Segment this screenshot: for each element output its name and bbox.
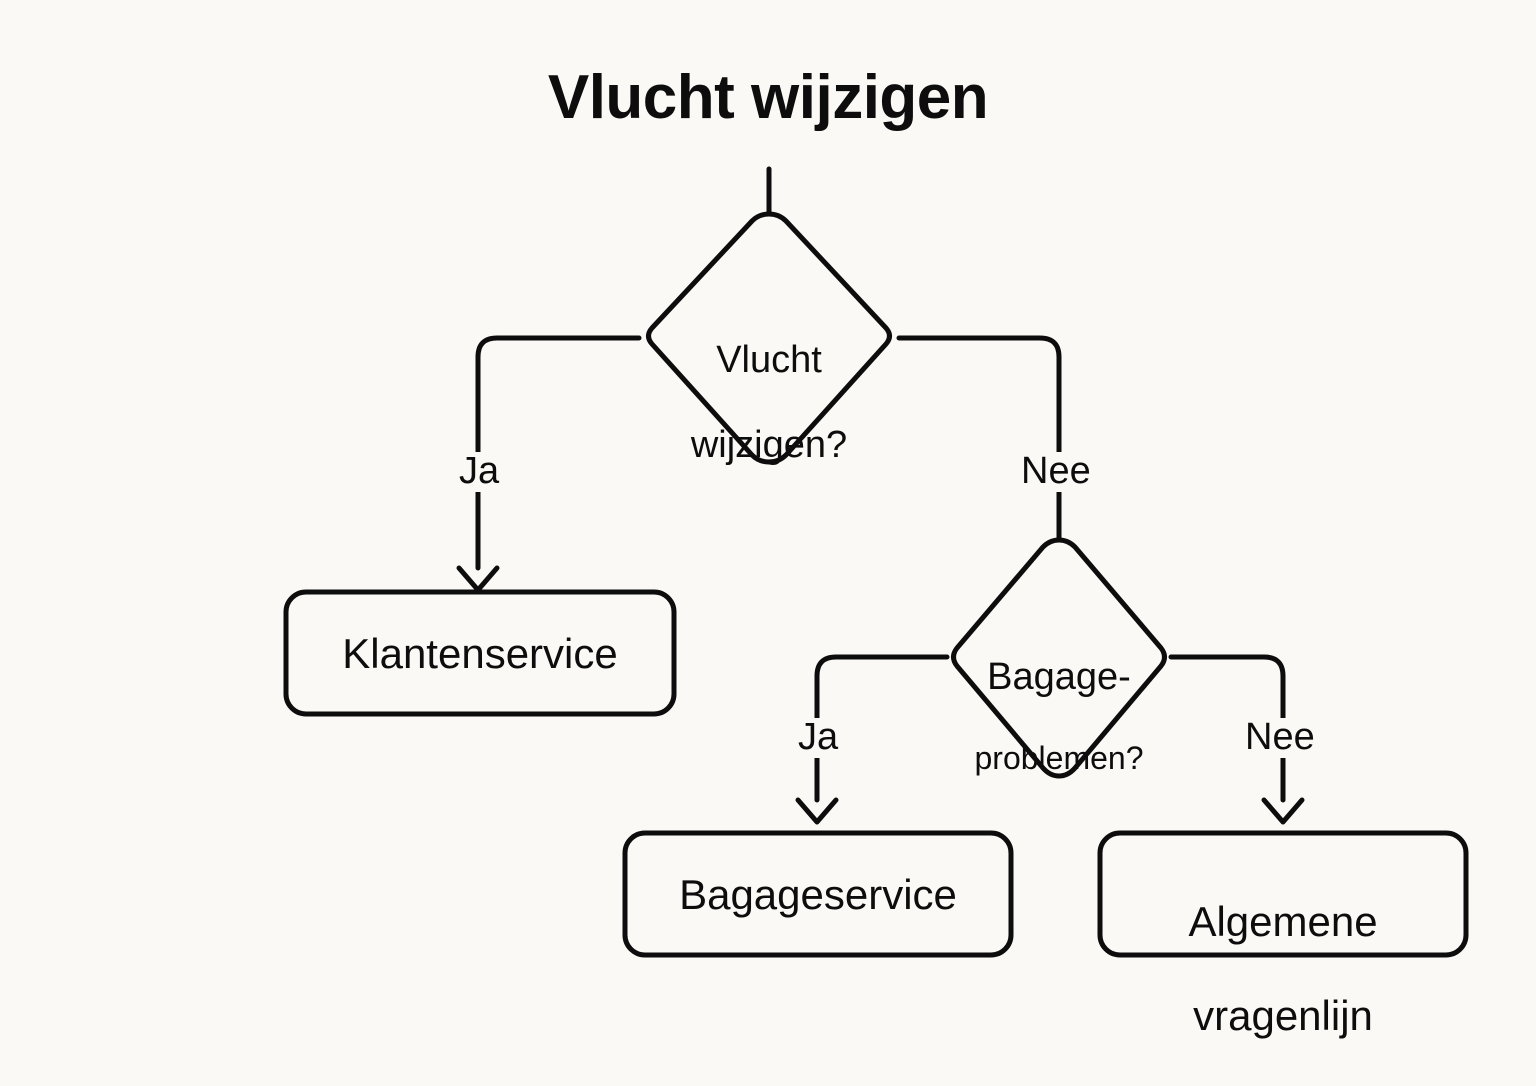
edge-vlucht-nee-line	[896, 335, 1062, 543]
edge-label-bagage-ja: Ja	[791, 717, 846, 758]
edge-vlucht-ja-arrowhead	[456, 565, 500, 593]
edge-vlucht-ja-line	[475, 335, 642, 571]
edge-bagage-nee-arrowhead	[1261, 797, 1305, 825]
edge-bagage-nee-line	[1168, 654, 1286, 803]
page-title: Vlucht wijzigen	[547, 63, 989, 132]
edge-bagage-ja-arrowhead	[795, 797, 839, 825]
edge-label-vlucht-ja: Ja	[452, 451, 507, 492]
edge-label-bagage-nee: Nee	[1238, 717, 1322, 758]
decision-bagage-problemen-shape[interactable]	[951, 537, 1167, 779]
flowchart-graphics	[283, 166, 1469, 958]
process-algemene-vragenlijn-shape[interactable]	[1097, 830, 1469, 958]
decision-vlucht-wijzigen-shape[interactable]	[646, 211, 892, 465]
edge-label-vlucht-nee: Nee	[1014, 451, 1098, 492]
process-klantenservice-shape[interactable]	[283, 589, 677, 717]
edge-bagage-ja-line	[814, 654, 950, 803]
flowchart-canvas: Vlucht wijzigen	[283, 63, 1469, 1040]
process-bagageservice-shape[interactable]	[622, 830, 1014, 958]
